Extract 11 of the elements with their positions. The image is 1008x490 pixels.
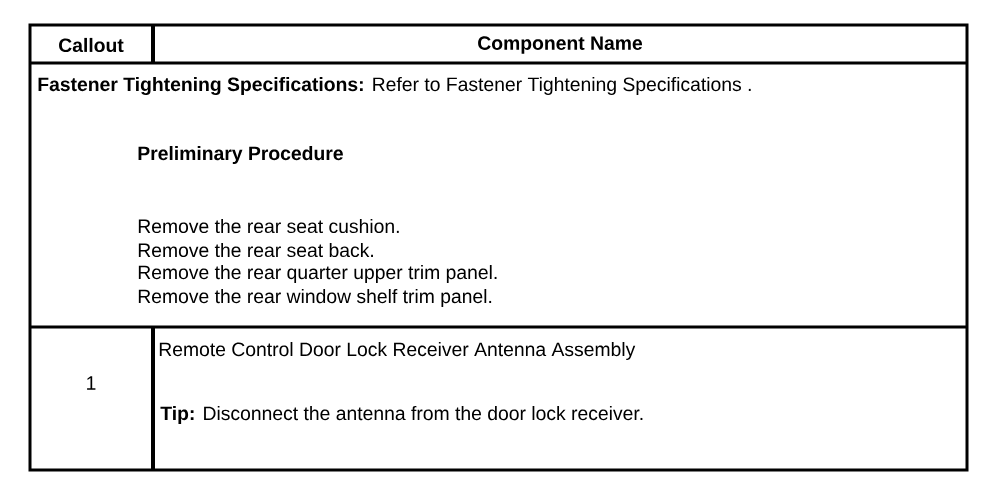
spec-note: Fastener Tightening Specifications: Refer to Fastener Tightening Specifications . xyxy=(38,76,751,96)
section-heading: Preliminary Procedure xyxy=(138,146,343,164)
callout-number: 1 xyxy=(87,376,96,390)
procedure-step: Remove the rear seat back. xyxy=(138,242,373,258)
component-name: Remote Control Door Lock Receiver Antenna Assembly xyxy=(159,342,636,360)
column-header: Callout xyxy=(59,37,124,53)
procedure-step: Remove the rear seat cushion. xyxy=(138,218,399,234)
procedure-step: Remove the rear quarter upper trim panel. xyxy=(138,265,497,283)
tip-note: Tip: Disconnect the antenna from the door lock receiver. xyxy=(160,406,643,424)
procedure-step: Remove the rear window shelf trim panel. xyxy=(138,289,492,307)
column-header: Component Name xyxy=(478,36,643,54)
